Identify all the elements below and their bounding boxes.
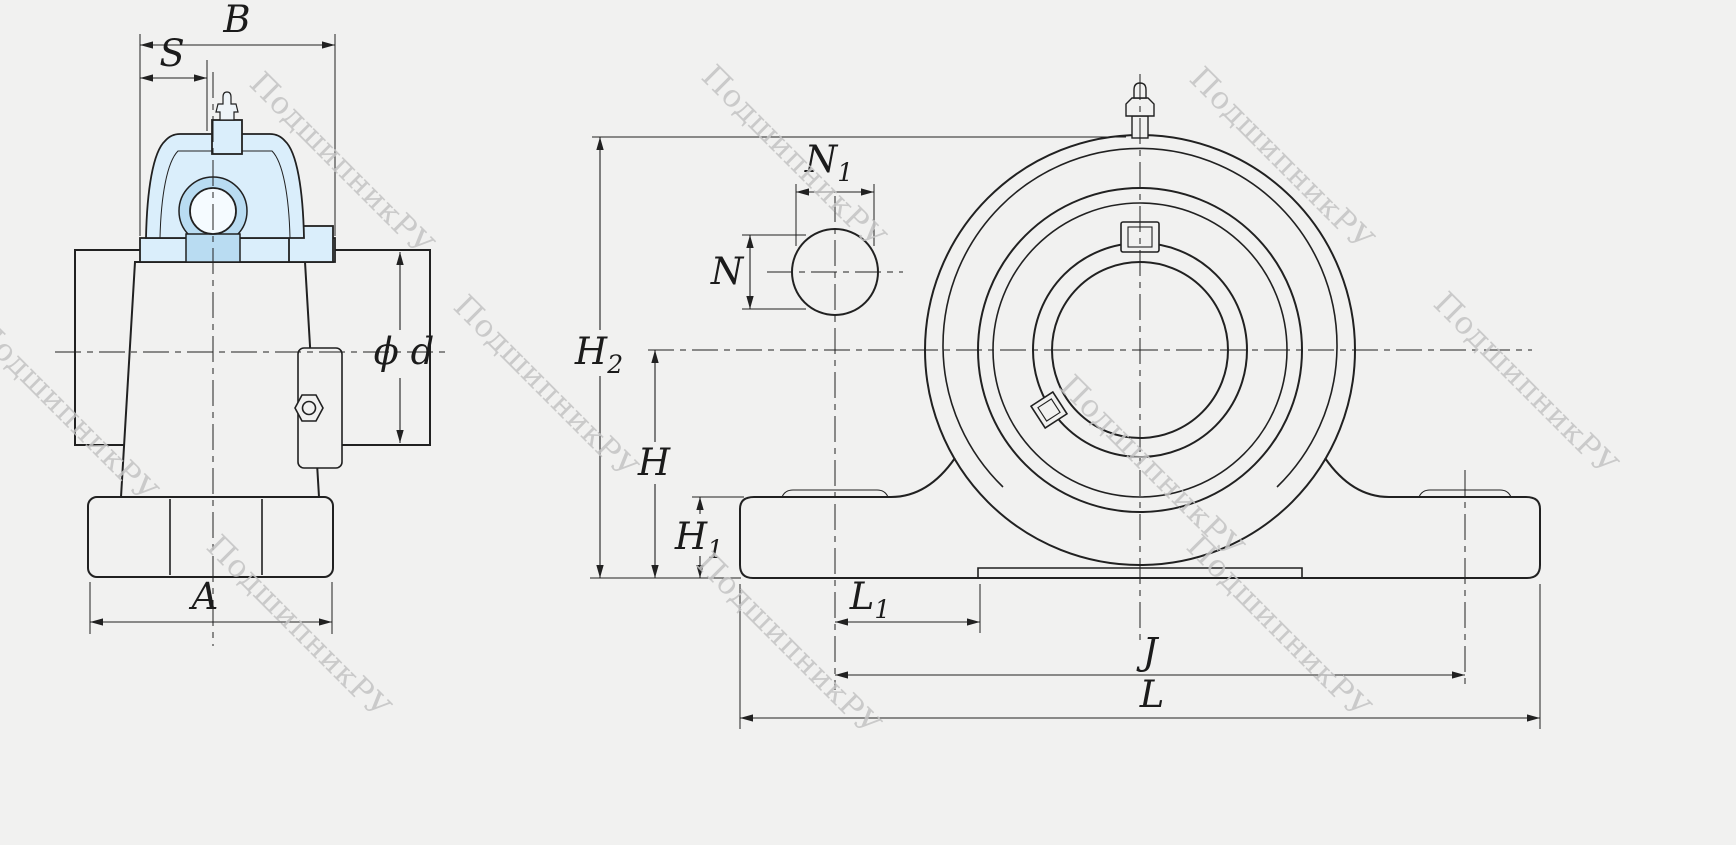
grease-nipple-icon	[215, 91, 239, 121]
watermark-text: ПодшипникРУ	[446, 288, 644, 486]
watermark-text: ПодшипникРУ	[694, 58, 892, 256]
watermark-text: ПодшипникРУ	[1052, 368, 1250, 566]
watermark-text: ПодшипникРУ	[1182, 60, 1380, 258]
dim-h1-label: H1	[674, 515, 723, 564]
dim-s-label: S	[159, 32, 184, 75]
dim-n-label: N	[710, 250, 745, 293]
setscrew-side-inner	[1037, 398, 1061, 422]
dim-j-label: J	[1136, 630, 1160, 673]
setscrew-side-group	[1029, 390, 1069, 430]
dim-l1-label: L1	[849, 575, 890, 624]
setscrew-side	[1029, 390, 1069, 430]
dim-d-label: ϕ d	[374, 330, 435, 373]
dim-l-label: L	[1139, 673, 1165, 716]
hex-bolt-icon	[294, 394, 324, 422]
watermark-text: ПодшипникРУ	[1426, 285, 1624, 483]
side-view: B S A ϕ d	[55, 0, 448, 646]
bolt-pad-left	[781, 489, 889, 498]
watermark-text: ПодшипникРУ	[1179, 528, 1377, 726]
dim-h2-label: H2	[574, 330, 623, 379]
dim-a-label: A	[189, 575, 219, 618]
housing-rim-arc	[942, 147, 1338, 488]
front-view: H2 H H1 N1 N L1 J L	[574, 74, 1541, 729]
hex-bolt-circle	[301, 400, 317, 416]
nipple-boss	[211, 119, 243, 155]
pillow-body	[119, 261, 321, 498]
dim-b-label: B	[222, 0, 250, 41]
dim-n1-label: N1	[804, 138, 853, 187]
dim-h-label: H	[637, 441, 671, 484]
pillow-base	[87, 496, 334, 578]
